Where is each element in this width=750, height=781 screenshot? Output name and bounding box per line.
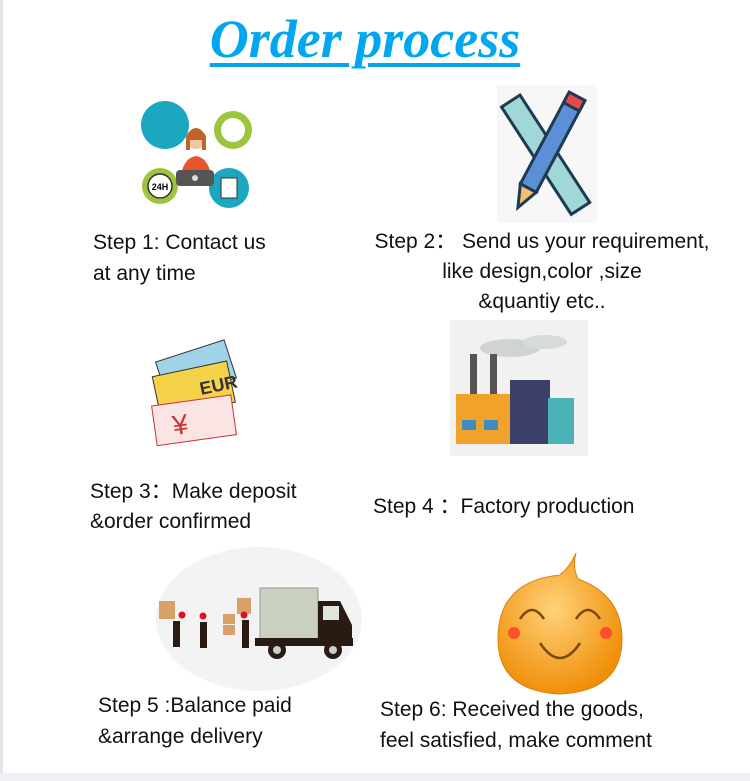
bottom-border (0, 773, 750, 781)
customer-service-icon: 24H (141, 101, 252, 208)
svg-text:24H: 24H (152, 182, 169, 192)
svg-text:¥: ¥ (169, 408, 190, 441)
ruler-pencil-icon (497, 85, 597, 223)
step-3-text: Step 3：Make deposit&order confirmed (90, 480, 297, 533)
step-6-text: Step 6: Received the goods,feel satisfie… (380, 698, 652, 752)
factory-icon (450, 320, 588, 456)
smiley-icon (497, 553, 623, 695)
money-icon: EUR ¥ (151, 339, 239, 447)
left-border (0, 0, 3, 781)
step-5-text: Step 5 :Balance paid&arrange delivery (98, 694, 292, 748)
step-4-text: Step 4 ：Factory production (373, 495, 635, 518)
page-title: Order process (209, 9, 521, 69)
delivery-truck-icon (156, 547, 362, 691)
step-2-text: Step 2： Send us your requirement,like de… (374, 230, 710, 313)
